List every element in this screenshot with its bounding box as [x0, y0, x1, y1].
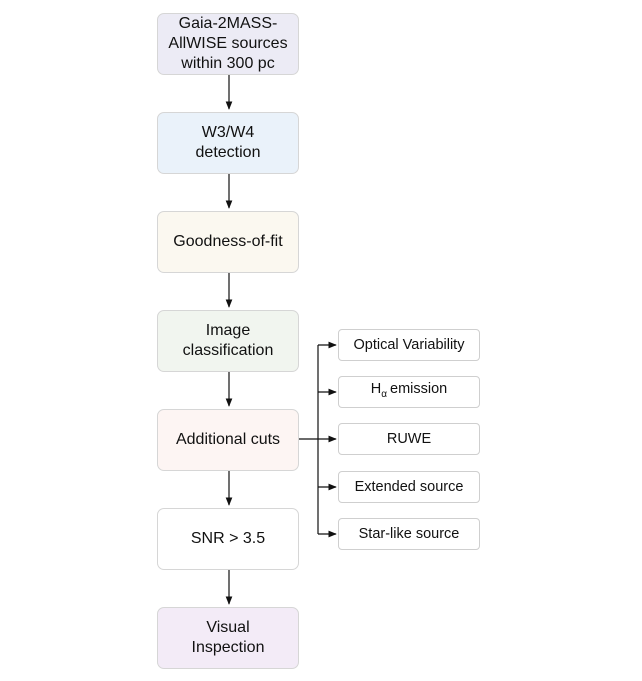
cut-extended-source: Extended source	[338, 471, 480, 503]
cut-optical-variability: Optical Variability	[338, 329, 480, 361]
halpha-suffix: emission	[390, 381, 448, 397]
step-visual-inspection-label: Visual Inspection	[191, 619, 265, 656]
step-additional-cuts: Additional cuts	[157, 409, 299, 471]
cut-ruwe-label: RUWE	[386, 431, 432, 447]
step-goodness-of-fit: Goodness-of-fit	[157, 211, 299, 273]
cut-star-like-source: Star-like source	[338, 518, 480, 550]
step-gaia-2mass-allwise-sources: Gaia-2MASS- AllWISE sources within 300 p…	[157, 13, 299, 75]
step-snr-threshold-label: SNR > 3.5	[190, 530, 266, 547]
cut-star-like-source-label: Star-like source	[358, 526, 460, 542]
step-gaia-2mass-allwise-sources-label: Gaia-2MASS- AllWISE sources within 300 p…	[168, 15, 288, 72]
step-w3-w4-detection-label: W3/W4 detection	[195, 124, 261, 161]
step-w3-w4-detection: W3/W4 detection	[157, 112, 299, 174]
halpha-symbol: H	[370, 381, 382, 397]
step-image-classification: Image classification	[157, 310, 299, 372]
halpha-subscript: α	[381, 389, 388, 400]
cut-optical-variability-label: Optical Variability	[353, 337, 465, 353]
cut-ruwe: RUWE	[338, 423, 480, 455]
step-visual-inspection: Visual Inspection	[157, 607, 299, 669]
step-snr-threshold: SNR > 3.5	[157, 508, 299, 570]
step-image-classification-label: Image classification	[182, 322, 274, 359]
cut-extended-source-label: Extended source	[354, 479, 464, 495]
step-goodness-of-fit-label: Goodness-of-fit	[173, 233, 283, 250]
step-additional-cuts-label: Additional cuts	[175, 431, 281, 448]
